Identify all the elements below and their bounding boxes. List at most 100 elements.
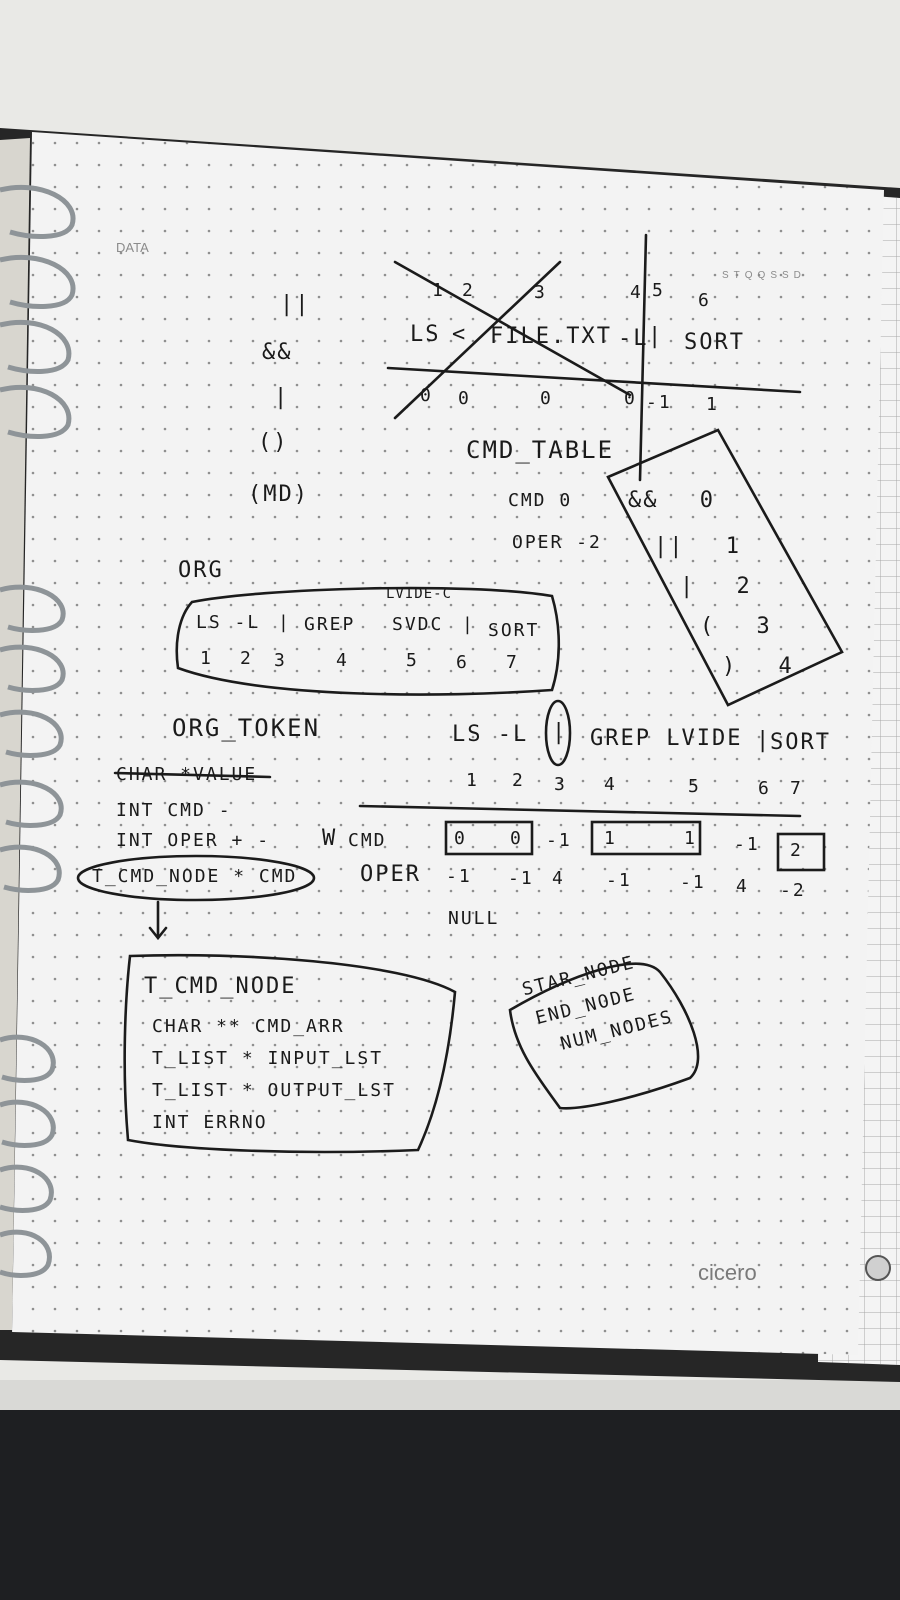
cmd-value-5: 1 (684, 828, 697, 849)
op-symbol: || (654, 534, 685, 559)
top-table-value-5: -1 (646, 392, 672, 413)
top-table-token-ls: LS (410, 322, 441, 347)
cmd-node-field-3: T_LIST * OUTPUT_LST (152, 1080, 396, 1101)
op-code: 4 (778, 654, 794, 679)
cmd-table-row-cmd: CMD 0 (508, 490, 573, 511)
top-table-token-pipe: | (648, 324, 664, 349)
op-code: 1 (725, 534, 741, 559)
cmd-node-field-4: INT ERRNO (152, 1112, 268, 1133)
word-label: W (322, 826, 338, 851)
top-table-pos-3: 3 (534, 282, 547, 303)
org-number-5: 5 (406, 650, 419, 671)
oper-value-4: -1 (606, 870, 632, 891)
top-table-value-3: 0 (540, 388, 553, 409)
org-token-sort: SORT (488, 620, 540, 641)
org-number-2: 2 (240, 648, 253, 669)
op-code: 0 (699, 488, 715, 513)
top-table-pos-4: 4 (630, 282, 643, 303)
top-table-pos-1: 1 (432, 280, 445, 301)
top-table-value-1: 0 (420, 385, 433, 406)
org-token-pipe-1: | (278, 612, 291, 633)
floor (0, 1405, 900, 1600)
top-table-value-2: 0 (458, 388, 471, 409)
left-operator-parens: () (258, 430, 289, 455)
token-number-4: 4 (604, 774, 617, 795)
org-label: ORG (178, 558, 224, 583)
cmd-row-label: CMD (348, 830, 387, 851)
seq-pipe-2: | (756, 728, 772, 753)
oper-value-2: -1 (508, 868, 534, 889)
oper-value-5: -1 (680, 872, 706, 893)
seq-grep: GREP LVIDE (590, 726, 743, 751)
top-table-token-flag: -L (618, 326, 649, 351)
struct-field-oper: INT OPER + - (116, 830, 271, 851)
cmd-table-title: CMD_TABLE (466, 436, 615, 464)
org-token-label: ORG_TOKEN (172, 714, 321, 742)
left-operator-and: && (262, 340, 293, 365)
org-number-4: 4 (336, 650, 349, 671)
pen-clip (865, 1255, 891, 1281)
left-operator-cmd: (MD) (248, 482, 309, 507)
top-table-token-file: FILE.TXT (490, 324, 612, 349)
top-table-token-sort: SORT (684, 330, 745, 355)
op-row-and: && 0 (628, 488, 715, 513)
token-number-1: 1 (466, 770, 479, 791)
seq-sort: SORT (770, 730, 831, 755)
brand-logo: cicero (698, 1260, 757, 1285)
token-number-2: 2 (512, 770, 525, 791)
top-table-pos-2: 2 (462, 280, 475, 301)
page-header-label: DATA (116, 240, 149, 255)
sketch-lines (76, 233, 844, 1154)
weekday-header: STQQSSD (722, 270, 806, 281)
left-operator-pipe: | (274, 385, 290, 410)
op-symbol: ( (700, 614, 716, 639)
struct-field-value: CHAR *VALUE (116, 764, 258, 785)
cmd-value-3: -1 (546, 830, 572, 851)
op-code: 2 (736, 574, 752, 599)
org-token-grep: GREP (304, 614, 356, 635)
null-label: NULL (448, 908, 500, 929)
oper-value-3: 4 (552, 868, 565, 889)
token-number-6: 6 (758, 778, 771, 799)
org-number-6: 6 (456, 652, 469, 673)
token-number-7: 7 (790, 778, 803, 799)
top-table-value-4: 0 (624, 388, 637, 409)
org-number-1: 1 (200, 648, 213, 669)
oper-value-1: -1 (446, 866, 472, 887)
org-token-arg: SVDC (392, 614, 444, 635)
spiral-binding (0, 184, 76, 1278)
token-number-5: 5 (688, 776, 701, 797)
cmd-value-2: 0 (510, 828, 523, 849)
org-token-ls: LS -L (196, 612, 261, 633)
oper-row-label: OPER (360, 862, 421, 887)
cmd-node-title: T_CMD_NODE (144, 974, 297, 999)
cmd-node-field-2: T_LIST * INPUT_LST (152, 1048, 384, 1069)
top-table-value-6: 1 (706, 394, 719, 415)
seq-pipe-1: | (552, 720, 568, 745)
op-symbol: | (680, 574, 696, 599)
cmd-node-field-1: CHAR ** CMD_ARR (152, 1016, 345, 1037)
org-number-3: 3 (274, 650, 287, 671)
org-annotation: LVIDE-C (386, 586, 453, 602)
cmd-table-row-oper: OPER -2 (512, 532, 602, 553)
left-operator-or: || (280, 292, 311, 317)
op-row-or: || 1 (654, 534, 741, 559)
op-symbol: ) (722, 654, 738, 679)
org-number-7: 7 (506, 652, 519, 673)
op-code: 3 (756, 614, 772, 639)
cmd-value-6: -1 (734, 834, 760, 855)
org-token-pipe-2: | (462, 614, 475, 635)
oper-value-7: -2 (780, 880, 806, 901)
oper-value-6: 4 (736, 876, 749, 897)
top-table-token-redirect: < (452, 322, 468, 347)
op-row-close-paren: ) 4 (722, 654, 794, 679)
struct-field-cmd-node: T_CMD_NODE * CMD (92, 866, 298, 887)
seq-ls: LS -L (452, 722, 529, 747)
op-row-open-paren: ( 3 (700, 614, 772, 639)
op-symbol: && (628, 488, 659, 513)
token-number-3: 3 (554, 774, 567, 795)
cmd-value-7: 2 (790, 840, 803, 861)
top-table-pos-6: 6 (698, 290, 711, 311)
cmd-value-1: 0 (454, 828, 467, 849)
